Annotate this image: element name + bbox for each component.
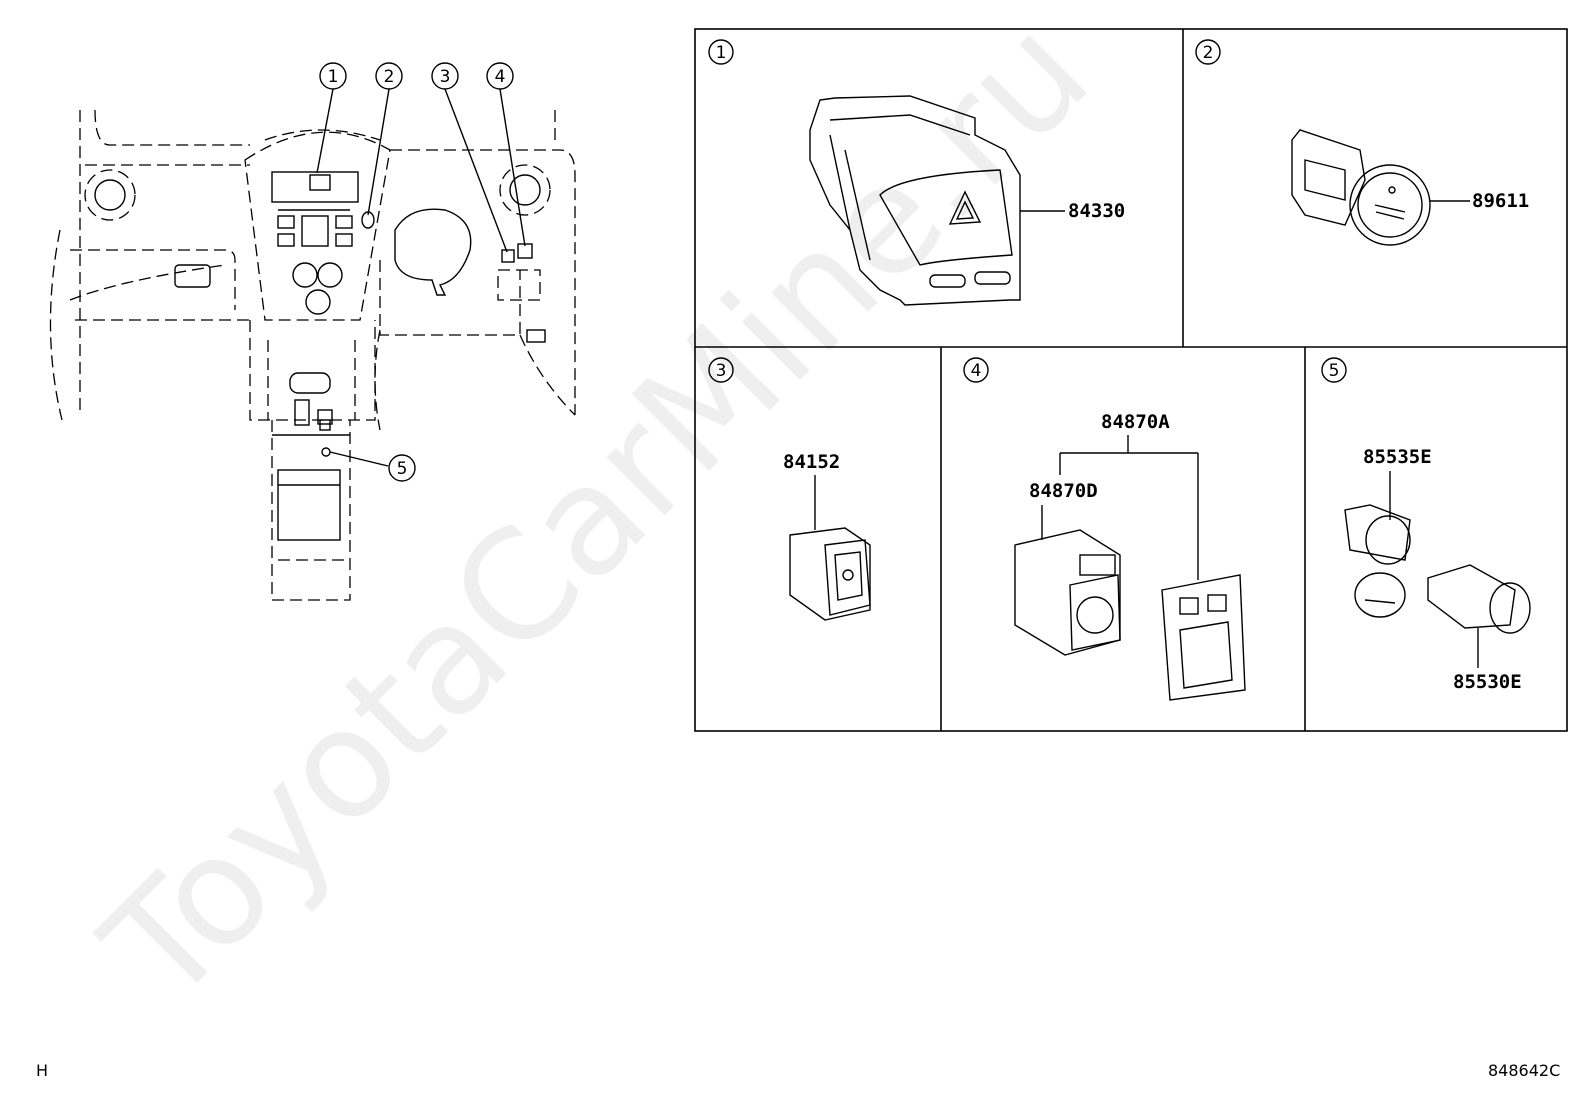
- footer-left-code: H: [36, 1061, 49, 1080]
- push-start-switch-drawing: [1291, 129, 1431, 246]
- panel-3-number: 3: [716, 361, 727, 381]
- callout-5: 5: [388, 454, 416, 482]
- svg-text:4: 4: [495, 67, 506, 87]
- svg-text:1: 1: [328, 67, 339, 87]
- svg-text:2: 2: [384, 67, 395, 87]
- panel-3: 3 84152: [708, 357, 871, 621]
- leader-2: [367, 88, 390, 216]
- callout-1: 1: [319, 62, 347, 90]
- hazard-switch-drawing: [809, 95, 1021, 306]
- leader-1: [316, 88, 334, 174]
- footer-right-code: 848642C: [1488, 1061, 1561, 1080]
- cigarette-lighter-drawing: [1427, 564, 1531, 634]
- callout-3: 3: [431, 62, 459, 90]
- panel-4: 4 84870A 84870D: [963, 357, 1246, 701]
- leader-5: [329, 451, 389, 467]
- part-84152: 84152: [783, 451, 840, 473]
- svg-text:3: 3: [440, 67, 451, 87]
- part-84870A: 84870A: [1101, 411, 1170, 433]
- panel-5: 5 85535E 85530E: [1321, 357, 1531, 693]
- panel-5-number: 5: [1329, 361, 1340, 381]
- panel-1-number: 1: [716, 43, 727, 63]
- watermark: ToyotaCarMine.ru: [72, 0, 1122, 1036]
- svg-text:5: 5: [397, 459, 408, 479]
- part-85535E: 85535E: [1363, 446, 1432, 468]
- detail-panels: 1 84330 2: [694, 28, 1568, 732]
- mirror-adjust-switch-drawing: [1014, 529, 1121, 656]
- panels-frame: [694, 28, 1568, 732]
- callout-4: 4: [486, 62, 514, 90]
- dashboard-overview: 1 2 3 4 5: [49, 62, 576, 601]
- leader-3: [444, 88, 508, 253]
- panel-2: 2 89611: [1195, 39, 1529, 246]
- switch-bezel-drawing: [1161, 574, 1246, 701]
- mirror-fold-switch-drawing: [789, 527, 871, 621]
- power-outlet-drawing: [1344, 504, 1411, 618]
- panel-2-number: 2: [1203, 43, 1214, 63]
- part-85530E: 85530E: [1453, 671, 1522, 693]
- part-84330: 84330: [1068, 200, 1125, 222]
- callout-2: 2: [375, 62, 403, 90]
- panel-4-number: 4: [971, 361, 982, 381]
- panel-1: 1 84330: [708, 39, 1125, 306]
- part-89611: 89611: [1472, 190, 1529, 212]
- part-84870D: 84870D: [1029, 480, 1098, 502]
- leader-4: [499, 88, 526, 247]
